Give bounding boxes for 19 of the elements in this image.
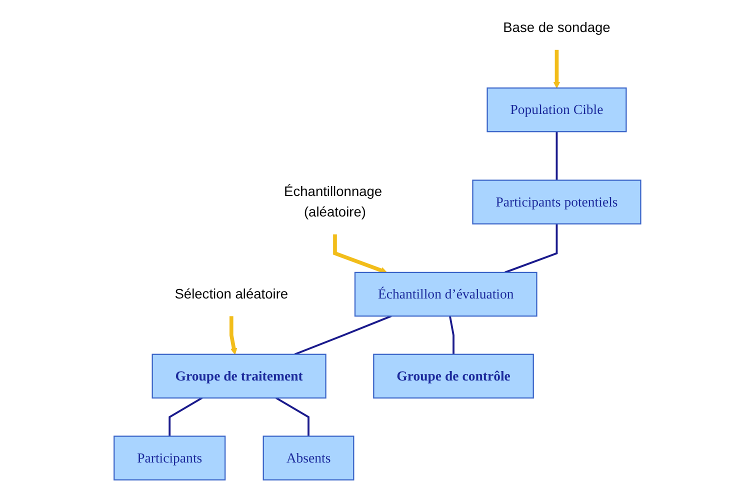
node-box: Participants [114,436,226,480]
connector [168,397,203,436]
node-box: Groupe de traitement [152,354,326,399]
connector [449,316,455,354]
connector [556,132,558,180]
node-box: Absents [262,436,354,480]
arrow [333,234,388,274]
node-box: Groupe de contrôle [373,354,534,399]
node-text: Sélection aléatoire [174,286,288,302]
node-box: Échantillon d’évaluation [354,272,538,317]
arrow [553,50,560,88]
node-text: Base de sondage [503,20,610,36]
arrow [230,316,238,355]
connector [294,315,392,356]
node-box: Population Cible [486,87,627,132]
connector [276,397,310,436]
node-box: Participants potentiels [472,180,642,224]
node-text: Échantillonnage (aléatoire) [284,184,382,220]
connector [504,224,558,274]
